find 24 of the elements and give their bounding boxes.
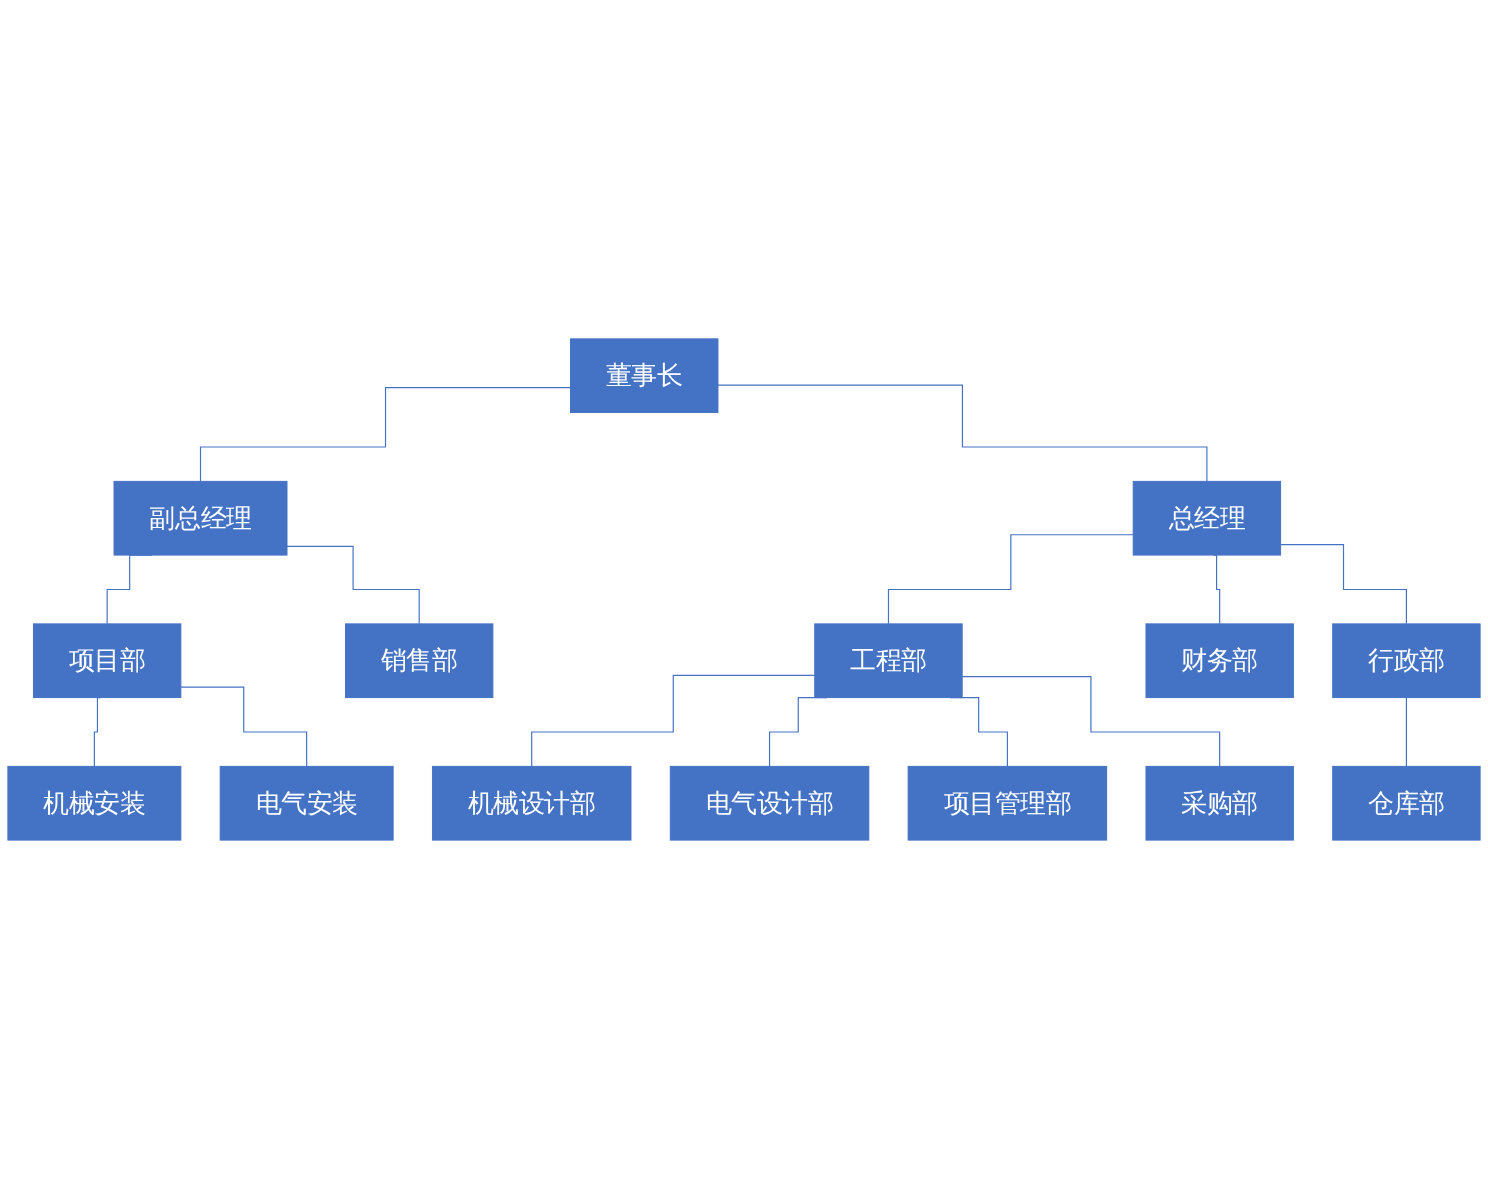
node-box: 销售部 bbox=[345, 623, 494, 699]
node-box: 财务部 bbox=[1145, 623, 1294, 699]
connector bbox=[286, 545, 420, 625]
connector bbox=[1280, 543, 1407, 625]
node-box: 董事长 bbox=[570, 338, 719, 414]
connector bbox=[199, 387, 572, 482]
node-box: 机械安装 bbox=[7, 765, 182, 841]
connector bbox=[180, 686, 308, 767]
node-box: 工程部 bbox=[814, 623, 963, 699]
node-box: 仓库部 bbox=[1332, 765, 1481, 841]
node-box: 项目部 bbox=[32, 623, 182, 699]
connector bbox=[717, 384, 1208, 482]
connector bbox=[531, 674, 816, 767]
node-box: 采购部 bbox=[1145, 765, 1294, 841]
node-box: 机械设计部 bbox=[431, 765, 632, 841]
node-box: 总经理 bbox=[1132, 480, 1282, 556]
node-box: 电气设计部 bbox=[669, 765, 870, 841]
node-box: 副总经理 bbox=[113, 480, 288, 556]
node-box: 电气安装 bbox=[219, 765, 394, 841]
node-box: 项目管理部 bbox=[907, 765, 1108, 841]
node-box: 行政部 bbox=[1332, 623, 1481, 699]
connector bbox=[1405, 697, 1407, 767]
connector bbox=[961, 676, 1221, 767]
connector bbox=[887, 534, 1134, 625]
